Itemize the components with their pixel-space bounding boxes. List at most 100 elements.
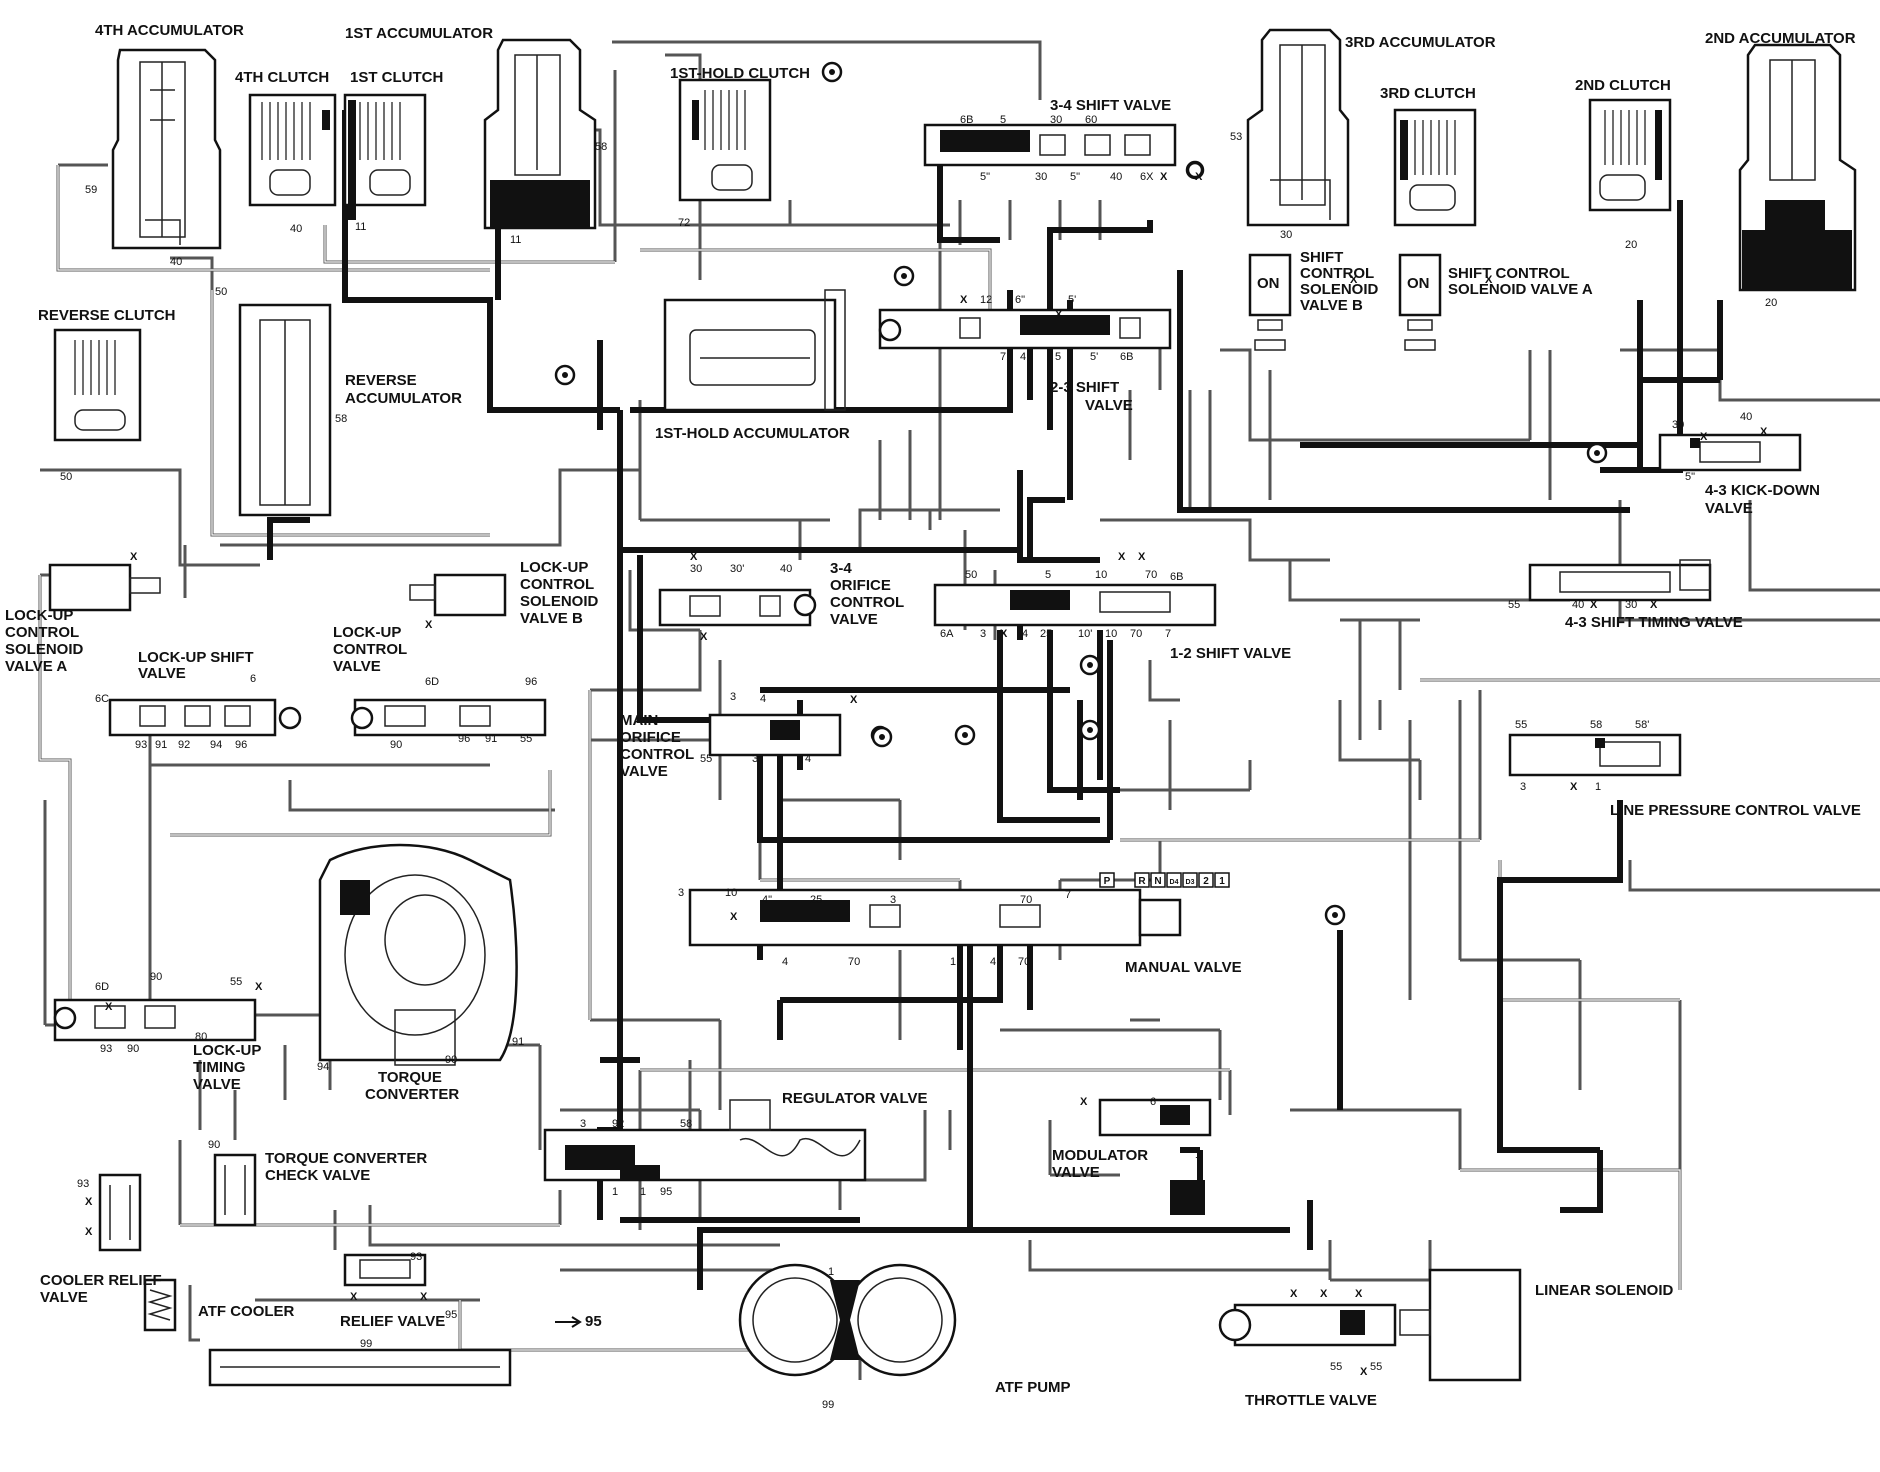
exhaust-port-mark: X (1290, 1288, 1298, 1300)
port-label: 5' (1090, 351, 1098, 363)
gear-position-label: D3 (1186, 879, 1195, 886)
label-4-3-shift-timing: 4-3 SHIFT TIMING VALVE (1565, 614, 1743, 631)
label-lu-sol-a-3: SOLENOID (5, 641, 84, 658)
label-lu-timing-1: LOCK-UP (193, 1042, 261, 1059)
label-on-a: ON (1407, 275, 1430, 292)
exhaust-port-mark: X (1320, 1288, 1328, 1300)
port-label: 4" (762, 894, 772, 906)
port-label: 70 (1145, 569, 1157, 581)
port-label: 30 (690, 563, 702, 575)
port-label: 58 (1590, 719, 1602, 731)
port-label: 3 (980, 628, 986, 640)
port-label: 10 (1105, 628, 1117, 640)
port-label: 93 (410, 1251, 422, 1263)
port-label: 50 (965, 569, 977, 581)
port-label: 6D (425, 676, 439, 688)
port-label: 58 (595, 141, 607, 153)
port-label: 7 (1165, 628, 1171, 640)
label-torque-converter-1: TORQUE (378, 1069, 442, 1086)
label-cooler-relief-2: VALVE (40, 1289, 88, 1306)
label-1-2-shift: 1-2 SHIFT VALVE (1170, 645, 1291, 662)
port-label: 4 (760, 693, 766, 705)
exhaust-port-mark: X (730, 911, 738, 923)
4th-clutch (248, 93, 337, 207)
label-throttle-valve: THROTTLE VALVE (1245, 1392, 1377, 1409)
label-1st-clutch: 1ST CLUTCH (350, 69, 443, 86)
4th-accumulator (111, 48, 222, 250)
port-label: 91 (512, 1036, 524, 1048)
label-lu-sol-b-1: LOCK-UP (520, 559, 588, 576)
port-label: 3 (580, 1118, 586, 1130)
port-label: 55 (1508, 599, 1520, 611)
line-pressure-control-valve (1508, 733, 1682, 777)
component-labels: 4TH ACCUMULATOR 4TH CLUTCH 1ST ACCUMULAT… (5, 22, 1861, 1409)
port-label: 55 (1330, 1361, 1342, 1373)
label-tc-check-2: CHECK VALVE (265, 1167, 370, 1184)
exhaust-port-mark: X (105, 1001, 113, 1013)
port-label: 6C (95, 693, 109, 705)
port-label: 55 (700, 753, 712, 765)
port-label: 94 (210, 739, 222, 751)
port-label: 30 (1035, 171, 1047, 183)
exhaust-port-mark: X (1760, 426, 1768, 438)
exhaust-port-mark: X (255, 981, 263, 993)
port-label: 40 (780, 563, 792, 575)
label-lu-shift-2: VALVE (138, 665, 186, 682)
port-label: 5 (1000, 114, 1006, 126)
gear-position-box (1198, 872, 1214, 888)
gear-position-box (1099, 872, 1115, 888)
4-3-kick-down-valve (1658, 433, 1802, 472)
port-label: 94 (317, 1061, 329, 1073)
port-label: 96 (458, 733, 470, 745)
port-label: 1 (828, 1266, 834, 1278)
port-label: 93 (77, 1178, 89, 1190)
port-label: 55 (230, 976, 242, 988)
port-label: 70 (848, 956, 860, 968)
label-lu-sol-a-1: LOCK-UP (5, 607, 73, 624)
label-tc-check-1: TORQUE CONVERTER (265, 1150, 427, 1167)
label-2nd-clutch: 2ND CLUTCH (1575, 77, 1671, 94)
port-label: 4 (782, 956, 788, 968)
label-atf-cooler: ATF COOLER (198, 1303, 295, 1320)
port-label: 92 (178, 739, 190, 751)
port-label: 4 (805, 753, 811, 765)
exhaust-port-mark: X (1590, 599, 1598, 611)
regulator-valve (543, 1099, 867, 1182)
port-label: 99 (360, 1338, 372, 1350)
port-label: 20 (1765, 297, 1777, 309)
port-label: 5 (1055, 351, 1061, 363)
port-label: 25 (1040, 628, 1052, 640)
port-label: 40 (1110, 171, 1122, 183)
2nd-accumulator (1738, 43, 1857, 292)
port-label: 90 (150, 971, 162, 983)
label-3-4-shift-valve: 3-4 SHIFT VALVE (1050, 97, 1171, 114)
gear-position-label: D4 (1170, 879, 1179, 886)
shift-control-solenoid-a (1398, 253, 1442, 351)
exhaust-port-mark: X (1055, 309, 1063, 321)
port-numbers: 59 40 40 11 11 58 72 50 50 58 6B 5 30 60… (60, 114, 1777, 1411)
port-label: 3 (890, 894, 896, 906)
1st-accumulator (483, 38, 597, 230)
label-modulator-1: MODULATOR (1052, 1147, 1148, 1164)
port-label: 12 (980, 294, 992, 306)
port-label: 30' (730, 563, 744, 575)
label-main-orifice-3: CONTROL (620, 746, 694, 763)
port-label: 40 (1740, 411, 1752, 423)
label-on-b: ON (1257, 275, 1280, 292)
4-3-shift-timing-valve (1528, 559, 1712, 602)
exhaust-port-mark: X (1350, 274, 1358, 286)
label-3-4-orifice-3: CONTROL (830, 594, 904, 611)
port-label: 11 (510, 234, 521, 246)
port-label: 6B (960, 114, 973, 126)
port-label: 58 (335, 413, 347, 425)
reverse-accumulator (238, 303, 332, 517)
1st-hold-clutch (678, 78, 772, 202)
port-label: 55 (520, 733, 532, 745)
label-reverse-accumulator-1: REVERSE (345, 372, 417, 389)
port-label: 90 (208, 1139, 220, 1151)
port-label: 4 (990, 956, 996, 968)
2nd-clutch (1588, 98, 1672, 212)
2-3-shift-valve (878, 308, 1172, 350)
exhaust-port-mark: X (1000, 628, 1008, 640)
